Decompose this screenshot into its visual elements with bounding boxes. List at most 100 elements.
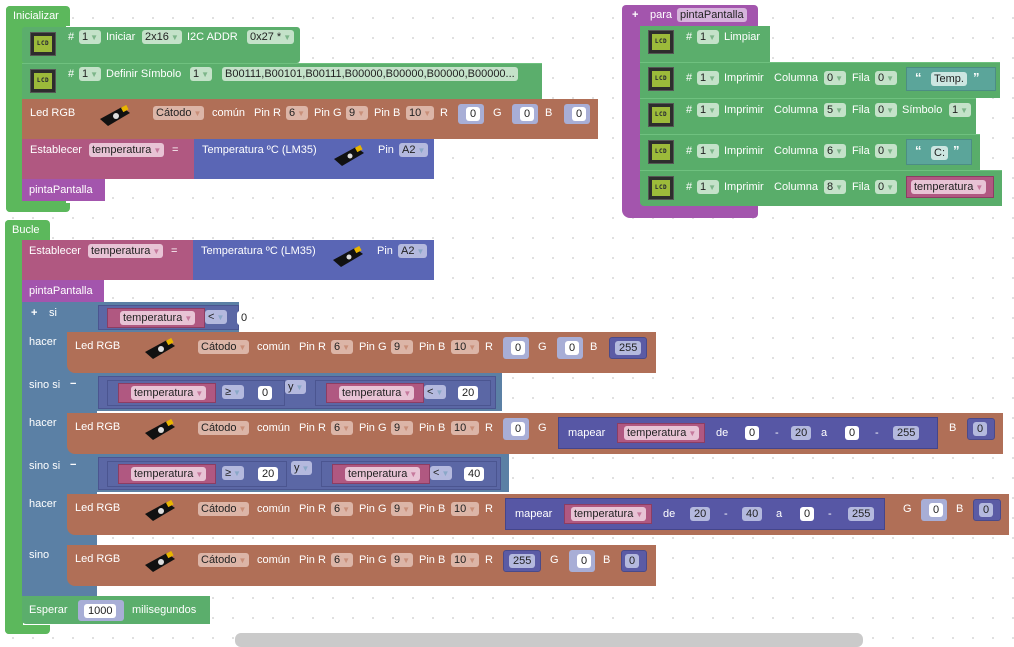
pin-b-dropdown[interactable]: 10▼ [451, 502, 480, 516]
and-dropdown[interactable]: y▼ [291, 461, 313, 475]
lcd-size-dropdown[interactable]: 2x16▼ [142, 30, 182, 44]
variable-block[interactable]: temperatura▼ [906, 176, 994, 198]
r-value-input[interactable]: 255 [509, 554, 536, 568]
pin-b-dropdown[interactable]: 10▼ [451, 340, 480, 354]
number-input[interactable]: 0 [258, 386, 273, 400]
led-rgb-block[interactable]: Led RGB Cátodo▼ común Pin R 6▼ Pin G 9▼ … [67, 413, 1003, 454]
lcd-id-dropdown[interactable]: 1▼ [79, 30, 102, 44]
led-rgb-block[interactable]: Led RGB Cátodo▼ común Pin R 6▼ Pin G 9▼ … [22, 99, 598, 139]
variable-dropdown[interactable]: temperatura▼ [911, 180, 987, 194]
loop-hat-header[interactable] [5, 220, 50, 240]
map-block[interactable]: mapear temperatura▼ de 20 - 40 a 0 - 255 [505, 498, 885, 530]
variable-block[interactable]: temperatura▼ [118, 464, 216, 484]
variable-dropdown[interactable]: temperatura▼ [339, 386, 415, 400]
init-hat-header[interactable] [6, 6, 70, 26]
g-value-input[interactable]: 0 [520, 107, 535, 121]
procedure-name-field[interactable]: pintaPantalla [677, 8, 747, 22]
variable-dropdown[interactable]: temperatura▼ [131, 386, 207, 400]
pin-r-dropdown[interactable]: 6▼ [331, 421, 354, 435]
r-value-input[interactable]: 0 [466, 107, 481, 121]
row-dropdown[interactable]: 0▼ [875, 71, 898, 85]
led-rgb-block[interactable]: Led RGB Cátodo▼ común Pin R 6▼ Pin G 9▼ … [67, 332, 656, 373]
number-input[interactable]: 40 [464, 467, 485, 481]
row-dropdown[interactable]: 0▼ [875, 144, 898, 158]
r-value-input[interactable]: 0 [511, 341, 526, 355]
column-dropdown[interactable]: 8▼ [824, 180, 847, 194]
map-block[interactable]: mapear temperatura▼ de 0 - 20 a 0 - 255 [558, 417, 938, 449]
set-variable-block[interactable]: Establecer temperatura▼ = [22, 139, 196, 179]
column-dropdown[interactable]: 0▼ [824, 71, 847, 85]
call-pintapantalla-block[interactable]: pintaPantalla [22, 280, 104, 302]
variable-block[interactable]: temperatura▼ [326, 383, 424, 403]
number-input[interactable]: 20 [258, 467, 279, 481]
led-type-dropdown[interactable]: Cátodo▼ [153, 106, 205, 120]
text-field[interactable]: C: [931, 146, 948, 160]
compare-block[interactable]: temperatura▼ <▼ 20 [315, 380, 491, 406]
led-type-dropdown[interactable]: Cátodo▼ [198, 502, 250, 516]
symbol-bytes-field[interactable]: B00111,B00101,B00111,B00000,B00000,B0000… [222, 67, 518, 81]
variable-dropdown[interactable]: temperatura▼ [120, 311, 196, 325]
wait-block[interactable]: Esperar 1000 milisegundos [22, 596, 210, 624]
pin-g-dropdown[interactable]: 9▼ [346, 106, 369, 120]
led-type-dropdown[interactable]: Cátodo▼ [198, 553, 250, 567]
lcd-id-dropdown[interactable]: 1▼ [697, 180, 720, 194]
pin-r-dropdown[interactable]: 6▼ [331, 502, 354, 516]
minus-icon[interactable]: − [70, 378, 77, 390]
pin-g-dropdown[interactable]: 9▼ [391, 421, 414, 435]
symbol-dropdown[interactable]: 1▼ [949, 103, 972, 117]
operator-dropdown[interactable]: <▼ [430, 466, 453, 480]
pin-b-dropdown[interactable]: 10▼ [451, 421, 480, 435]
to-high-input[interactable]: 255 [893, 426, 920, 440]
lcd-clear-block[interactable]: LCD # 1▼ Limpiar [640, 26, 770, 62]
and-block[interactable]: temperatura▼ ≥▼ 0 y▼ temperatura▼ <▼ 20 [98, 376, 496, 409]
variable-dropdown[interactable]: temperatura▼ [571, 507, 647, 521]
g-value-input[interactable]: 0 [929, 503, 944, 517]
lcd-id-dropdown[interactable]: 1▼ [697, 103, 720, 117]
column-dropdown[interactable]: 5▼ [824, 103, 847, 117]
and-block[interactable]: temperatura▼ ≥▼ 20 y▼ temperatura▼ <▼ 40 [98, 457, 501, 490]
text-field[interactable]: Temp. [931, 72, 967, 86]
loop-hat-block[interactable] [5, 220, 23, 634]
b-value-input[interactable]: 0 [625, 554, 640, 568]
b-value-input[interactable]: 0 [973, 422, 988, 436]
operator-dropdown[interactable]: ≥▼ [222, 466, 244, 480]
to-low-input[interactable]: 0 [845, 426, 860, 440]
compare-block[interactable]: temperatura▼ ≥▼ 0 [107, 380, 285, 406]
variable-block[interactable]: temperatura▼ [617, 423, 705, 443]
lcd-id-dropdown[interactable]: 1▼ [697, 144, 720, 158]
variable-block[interactable]: temperatura▼ [118, 383, 216, 403]
text-block[interactable]: “ C: ” [906, 139, 972, 165]
pin-dropdown[interactable]: A2▼ [399, 143, 429, 157]
pin-g-dropdown[interactable]: 9▼ [391, 502, 414, 516]
g-value-input[interactable]: 0 [577, 554, 592, 568]
pin-b-dropdown[interactable]: 10▼ [451, 553, 480, 567]
variable-block[interactable]: temperatura▼ [564, 504, 652, 524]
column-dropdown[interactable]: 6▼ [824, 144, 847, 158]
variable-dropdown[interactable]: temperatura▼ [88, 244, 164, 258]
lcd-print-block[interactable]: LCD # 1▼ Imprimir Columna 0▼ Fila 0▼ “ T… [640, 62, 1000, 98]
and-dropdown[interactable]: y▼ [285, 380, 307, 394]
variable-dropdown[interactable]: temperatura▼ [345, 467, 421, 481]
lm35-sensor-block[interactable]: Temperatura ºC (LM35) Pin A2▼ [194, 139, 434, 179]
r-value-input[interactable]: 0 [511, 422, 526, 436]
i2c-addr-dropdown[interactable]: 0x27 *▼ [247, 30, 295, 44]
plus-icon[interactable]: + [632, 9, 639, 21]
row-dropdown[interactable]: 0▼ [875, 180, 898, 194]
lcd-init-block[interactable]: LCD # 1▼ Iniciar 2x16▼ I2C ADDR 0x27 *▼ [22, 27, 300, 63]
call-pintapantalla-block[interactable]: pintaPantalla [22, 179, 105, 201]
operator-dropdown[interactable]: <▼ [205, 310, 228, 324]
pin-b-dropdown[interactable]: 10▼ [406, 106, 435, 120]
pin-r-dropdown[interactable]: 6▼ [331, 340, 354, 354]
b-value-input[interactable]: 255 [615, 341, 642, 355]
compare-block[interactable]: temperatura▼ <▼ 0 [98, 305, 252, 330]
row-dropdown[interactable]: 0▼ [875, 103, 898, 117]
from-high-input[interactable]: 40 [742, 507, 763, 521]
to-high-input[interactable]: 255 [848, 507, 875, 521]
horizontal-scrollbar[interactable] [235, 633, 863, 647]
text-block[interactable]: “ Temp. ” [906, 67, 996, 91]
b-value-input[interactable]: 0 [572, 107, 587, 121]
from-high-input[interactable]: 20 [791, 426, 812, 440]
symbol-id-dropdown[interactable]: 1▼ [190, 67, 213, 81]
lcd-id-dropdown[interactable]: 1▼ [697, 30, 720, 44]
led-rgb-block[interactable]: Led RGB Cátodo▼ común Pin R 6▼ Pin G 9▼ … [67, 494, 1009, 535]
